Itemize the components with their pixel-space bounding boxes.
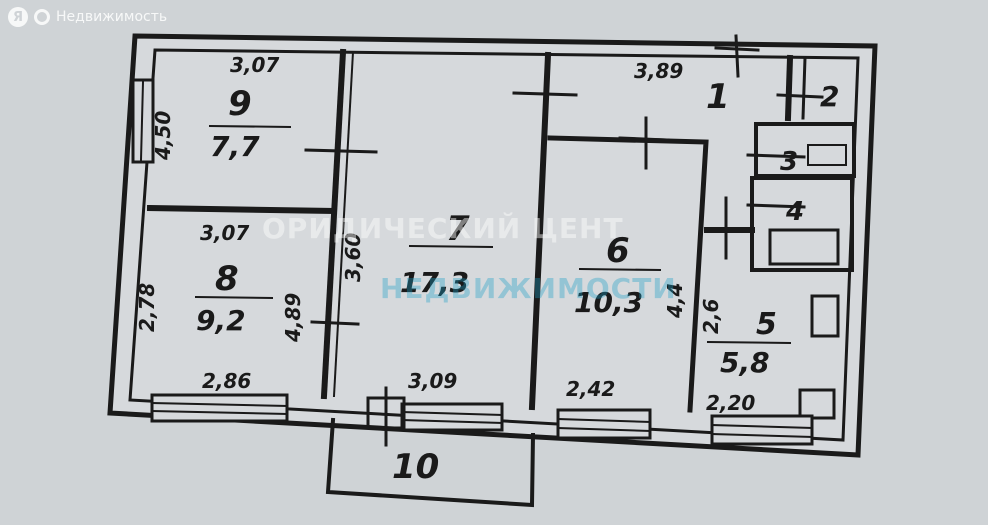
room-8-dim-bottom: 2,86 (202, 369, 251, 393)
yandex-logo-icon: Я (8, 7, 28, 27)
watermark-line-2: НЕДВИЖИМОСТИ (380, 272, 677, 305)
room-8-dim-right: 4,89 (281, 293, 305, 343)
room-10-number: 10 (392, 447, 439, 487)
room-5-area: 5,8 (720, 346, 770, 379)
inner-outline (128, 48, 860, 442)
room-6-number: 6 (606, 231, 630, 271)
wall-9-8 (146, 204, 336, 215)
room-6-dim-side: 4,4 (663, 283, 687, 319)
room-9-number: 9 (228, 84, 252, 124)
ring-icon (34, 9, 50, 25)
room-7-dim-bottom: 3,09 (408, 369, 457, 393)
room-5-dim-bottom: 2,20 (706, 391, 755, 415)
room-4-block (750, 176, 854, 272)
room-6-dim-bottom: 2,42 (566, 377, 615, 401)
room-4-number: 4 (785, 197, 804, 227)
room-1-dim-top: 3,89 (634, 59, 683, 83)
room-6-walls (547, 135, 709, 413)
balcony (325, 417, 536, 508)
room-9-dim-top: 3,07 (230, 53, 279, 77)
room-9-dim-side: 4,50 (151, 111, 175, 161)
room-5-dim-side: 2,6 (699, 298, 723, 334)
room-9-area: 7,7 (210, 130, 260, 163)
room-6-area: 10,3 (574, 286, 643, 319)
room-8-number: 8 (215, 259, 239, 299)
wall-2 (784, 54, 794, 122)
window-bottom-4 (710, 414, 814, 446)
room-5-number: 5 (756, 307, 777, 342)
brand-watermark: Я Недвижимость (8, 7, 167, 27)
room-7-dim-side: 3,60 (341, 233, 365, 282)
room-8-dim-left: 2,78 (135, 283, 159, 332)
wall-9-7 (320, 48, 347, 400)
wall-7-6 (528, 51, 552, 411)
room-8-area: 9,2 (196, 304, 246, 337)
room-7-number: 7 (446, 209, 470, 249)
kitchen-stove (798, 388, 836, 420)
watermark-line-1: ОРИДИЧЕСКИЙ ЦЕНТ (262, 212, 624, 245)
room-2-number: 2 (820, 80, 839, 113)
window-bottom-3 (556, 408, 652, 440)
kitchen-sink (810, 294, 840, 338)
window-bottom-1 (150, 393, 289, 423)
brand-name: Недвижимость (56, 9, 168, 25)
room-3-number: 3 (780, 147, 798, 177)
room-8-dim-top: 3,07 (200, 221, 249, 245)
window-bottom-2 (400, 402, 504, 432)
room-7-area: 17,3 (400, 266, 469, 299)
room-1-number: 1 (706, 77, 730, 117)
